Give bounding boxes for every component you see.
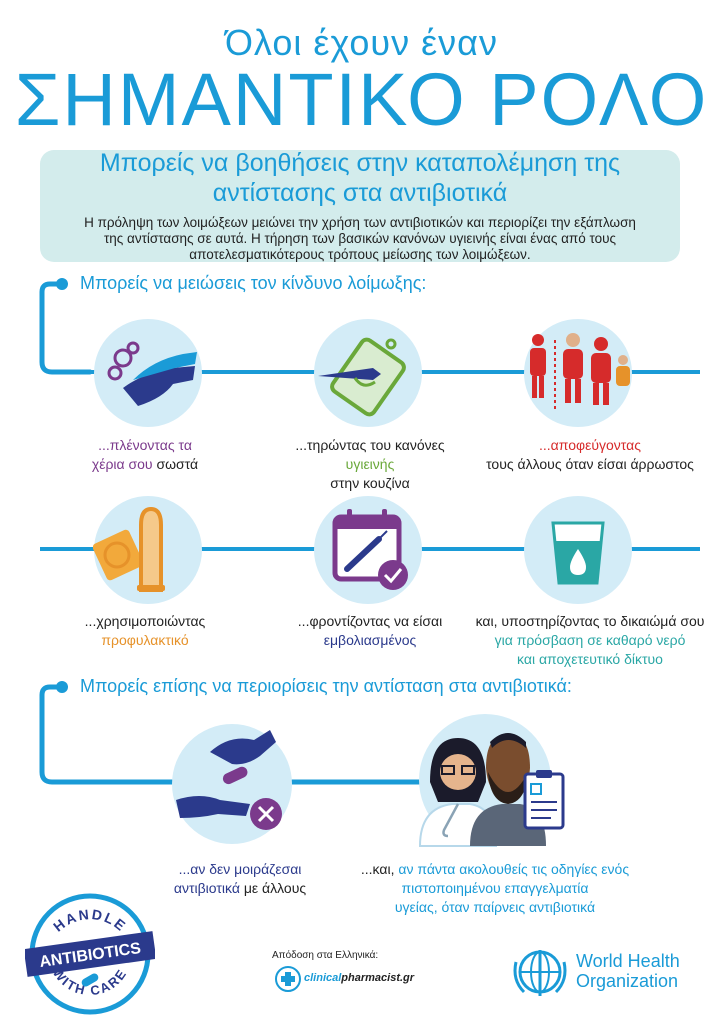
- caption-vaccine-pre: ...φροντίζοντας να είσαι: [297, 613, 443, 629]
- caption-water: και, υποστηρίζοντας το δικαιώμά σου για …: [470, 612, 710, 669]
- caption-kitchen: ...τηρώντας του κανόνες υγιεινής στην κο…: [295, 436, 445, 493]
- caption-handwashing-pre: ...πλένοντας τα: [98, 437, 192, 453]
- caption-water-hl1: για πρόσβαση σε καθαρό νερό: [494, 632, 686, 648]
- caption-water-hl2: και αποχετευτικό δίκτυο: [517, 651, 663, 667]
- credit-site[interactable]: clinicalpharmacist.gr: [304, 972, 414, 984]
- intro-line-3: αποτελεσματικότερους τρόπους μείωσης των…: [189, 247, 531, 262]
- condom-icon: [93, 496, 202, 604]
- caption-no-sharing-hl2: αντιβιοτικά: [173, 880, 240, 896]
- who-emblem-icon: [513, 950, 567, 996]
- caption-handwashing-hl: χέρια σου: [91, 456, 153, 472]
- vaccine-calendar-icon: [314, 496, 422, 604]
- hand-washing-icon: [94, 319, 202, 427]
- health-professionals-icon: [418, 714, 565, 847]
- caption-no-sharing: ...αν δεν μοιράζεσαι αντιβιοτικά με άλλο…: [150, 860, 330, 898]
- caption-handwashing-post: σωστά: [152, 456, 199, 472]
- clean-water-icon: [524, 496, 632, 604]
- caption-professional-hl1: αν πάντα ακολουθείς τις οδηγίες ενός: [398, 861, 630, 877]
- who-name: World Health Organization: [576, 951, 680, 991]
- credit-site-part-1: clinical: [304, 972, 342, 984]
- caption-professional-hl2: πιστοποιημένου επαγγελματία: [401, 880, 589, 896]
- subtitle-line-2: αντίστασης στα αντιβιοτικά: [212, 179, 508, 207]
- caption-professional-pre: ...και,: [360, 861, 399, 877]
- kitchen-hygiene-icon: [314, 319, 422, 427]
- caption-professional-hl3: υγείας, όταν παίρνεις αντιβιοτικά: [394, 899, 596, 915]
- no-sharing-pills-icon: [172, 724, 292, 844]
- pill-icon: [81, 973, 99, 987]
- intro-text: Η πρόληψη των λοιμώξεων μειώνει την χρήσ…: [60, 215, 660, 263]
- intro-line-2: της αντίστασης σε αυτά. Η τήρηση των βασ…: [103, 231, 617, 246]
- intro-line-1: Η πρόληψη των λοιμώξεων μειώνει την χρήσ…: [84, 215, 636, 230]
- credit-label: Απόδοση στα Ελληνικά:: [272, 950, 379, 961]
- caption-condom-hl: προφυλακτικό: [101, 632, 189, 648]
- subtitle-box: [40, 150, 680, 262]
- caption-kitchen-pre: ...τηρώντας του κανόνες: [295, 437, 445, 453]
- subtitle: Μπορείς να βοηθήσεις στην καταπολέμηση τ…: [40, 148, 680, 208]
- caption-water-pre: και, υποστηρίζοντας το δικαιώμά σου: [475, 613, 705, 629]
- caption-condom-pre: ...χρησιμοποιώντας: [84, 613, 206, 629]
- caption-condom: ...χρησιμοποιώντας προφυλακτικό: [70, 612, 220, 650]
- pharmacy-cross-icon: [275, 966, 301, 992]
- caption-professional: ...και, αν πάντα ακολουθείς τις οδηγίες …: [335, 860, 655, 917]
- credit-site-part-2: pharmacist.gr: [341, 972, 415, 984]
- who-name-line-1: World Health: [576, 951, 680, 971]
- caption-avoid: ...αποφεύγοντας τους άλλους όταν είσαι ά…: [475, 436, 705, 474]
- section2-title: Μπορείς επίσης να περιορίσεις την αντίστ…: [80, 676, 572, 696]
- page-title: ΣΗΜΑΝΤΙΚΟ ΡΟΛΟ: [14, 58, 709, 141]
- caption-kitchen-post: στην κουζίνα: [330, 475, 410, 491]
- avoid-others-icon: [524, 319, 632, 427]
- who-name-line-2: Organization: [576, 971, 679, 991]
- caption-avoid-post: τους άλλους όταν είσαι άρρωστος: [486, 456, 694, 472]
- caption-no-sharing-post: με άλλους: [239, 880, 307, 896]
- caption-avoid-hl: ...αποφεύγοντας: [539, 437, 641, 453]
- caption-vaccine: ...φροντίζοντας να είσαι εμβολιασμένος: [280, 612, 460, 650]
- caption-vaccine-hl: εμβολιασμένος: [323, 632, 417, 648]
- caption-handwashing: ...πλένοντας τα χέρια σου σωστά: [70, 436, 220, 474]
- section1-title: Μπορείς να μειώσεις τον κίνδυνο λοίμωξης…: [80, 273, 427, 293]
- caption-no-sharing-hl1: ...αν δεν μοιράζεσαι: [178, 861, 302, 877]
- subtitle-line-1: Μπορείς να βοηθήσεις στην καταπολέμηση τ…: [99, 149, 621, 177]
- handle-antibiotics-badge: HANDLE ANTIBIOTICS WITH CARE: [25, 893, 155, 1015]
- caption-kitchen-hl: υγιεινής: [345, 456, 395, 472]
- header-kicker: Όλοι έχουν έναν: [225, 22, 498, 63]
